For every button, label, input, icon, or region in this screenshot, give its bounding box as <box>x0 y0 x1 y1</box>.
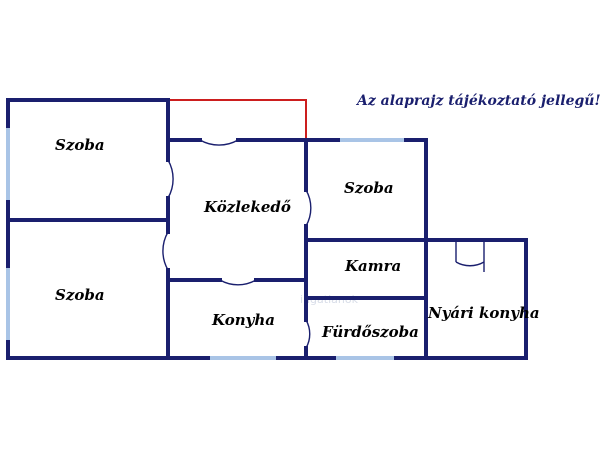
room-label-szoba-bottom: Szoba <box>55 286 105 304</box>
room-label-szoba-top: Szoba <box>55 136 105 154</box>
room-label-nyari-konyha: Nyári konyha <box>427 304 540 322</box>
red-wall <box>168 99 307 140</box>
windows <box>6 128 404 360</box>
room-label-konyha: Konyha <box>211 311 275 329</box>
room-label-kamra: Kamra <box>344 257 401 275</box>
doors <box>162 139 485 349</box>
room-label-furdoszoba: Fürdőszoba <box>321 323 419 341</box>
room-label-szoba-right: Szoba <box>344 179 394 197</box>
room-label-kozlekedo: Közlekedő <box>203 198 291 216</box>
notice-text: Az alaprajz tájékoztató jellegű! <box>355 93 600 109</box>
